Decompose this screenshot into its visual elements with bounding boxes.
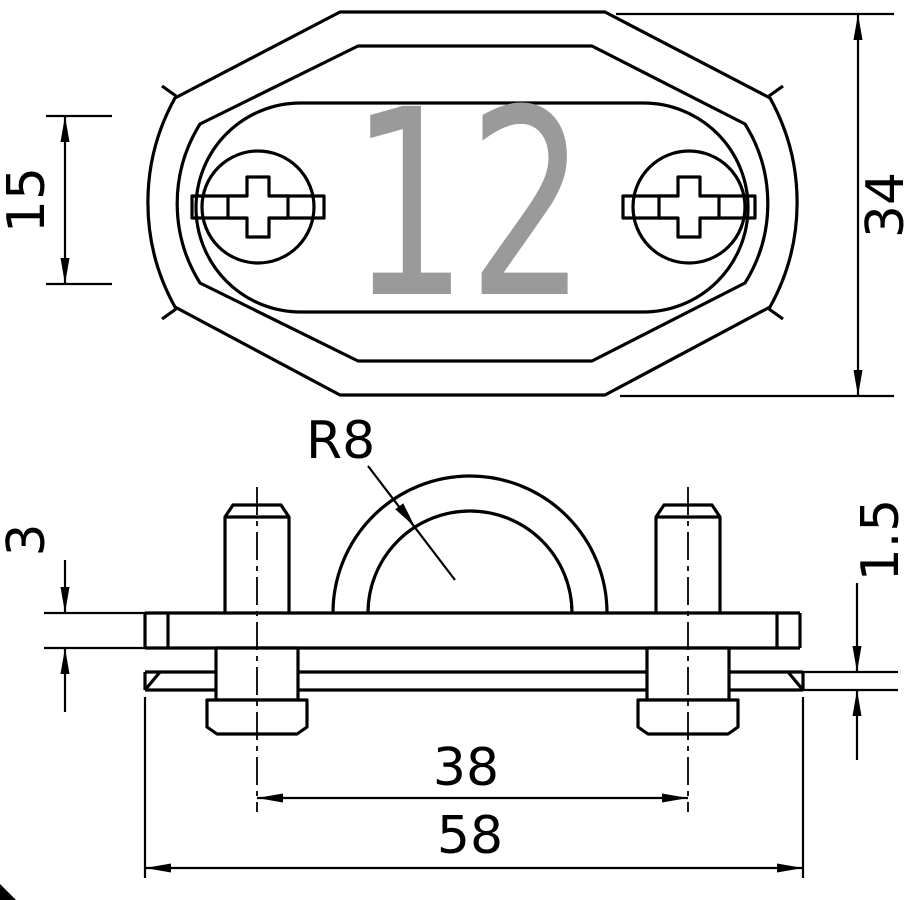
bar-chamfer-right	[786, 670, 805, 692]
dim-conductor-thickness-label: 1.5	[851, 499, 911, 582]
dim-slot-height-label: 15	[0, 167, 57, 233]
dim-radius: R8	[306, 411, 456, 581]
dimensions: 15 34 3 1.5	[0, 12, 916, 878]
screw-left	[190, 149, 326, 265]
edge-notch-tr	[768, 84, 784, 98]
corner-artifact	[0, 884, 16, 900]
screw-head-circle	[631, 149, 747, 265]
dim-hole-spacing: 38	[257, 738, 688, 803]
top-view	[146, 10, 799, 397]
dim-overall-width-label: 58	[437, 806, 503, 866]
edge-notch-tl	[161, 84, 177, 98]
dim-overall-height-label: 34	[856, 172, 916, 238]
size-watermark: 12	[350, 55, 586, 356]
dim-slot-height: 15	[0, 114, 112, 286]
dim-radius-label: R8	[306, 411, 375, 471]
clamp-inner-arc	[366, 509, 574, 614]
radius-arrowhead	[395, 503, 415, 527]
dim-strap-thickness: 3	[0, 523, 150, 712]
dim-overall-height: 34	[616, 12, 916, 398]
dim-conductor-thickness: 1.5	[803, 499, 911, 760]
screw-cross	[657, 175, 721, 239]
chamfer-contour	[175, 44, 770, 363]
clamp-strap	[143, 474, 802, 650]
dim-hole-spacing-label: 38	[433, 738, 499, 798]
dome-slot	[194, 101, 750, 314]
outer-contour	[146, 10, 799, 397]
screw-head-circle	[200, 149, 316, 265]
bar-chamfer-left	[143, 670, 162, 692]
dim-overall-width: 58	[143, 697, 805, 878]
screw-right	[621, 149, 757, 265]
clamp-outer-arc	[331, 474, 609, 614]
edge-notch-br	[768, 307, 784, 321]
screw-cross	[226, 175, 290, 239]
front-view	[143, 474, 805, 812]
edge-notch-bl	[161, 307, 177, 321]
dim-strap-thickness-label: 3	[0, 523, 57, 556]
